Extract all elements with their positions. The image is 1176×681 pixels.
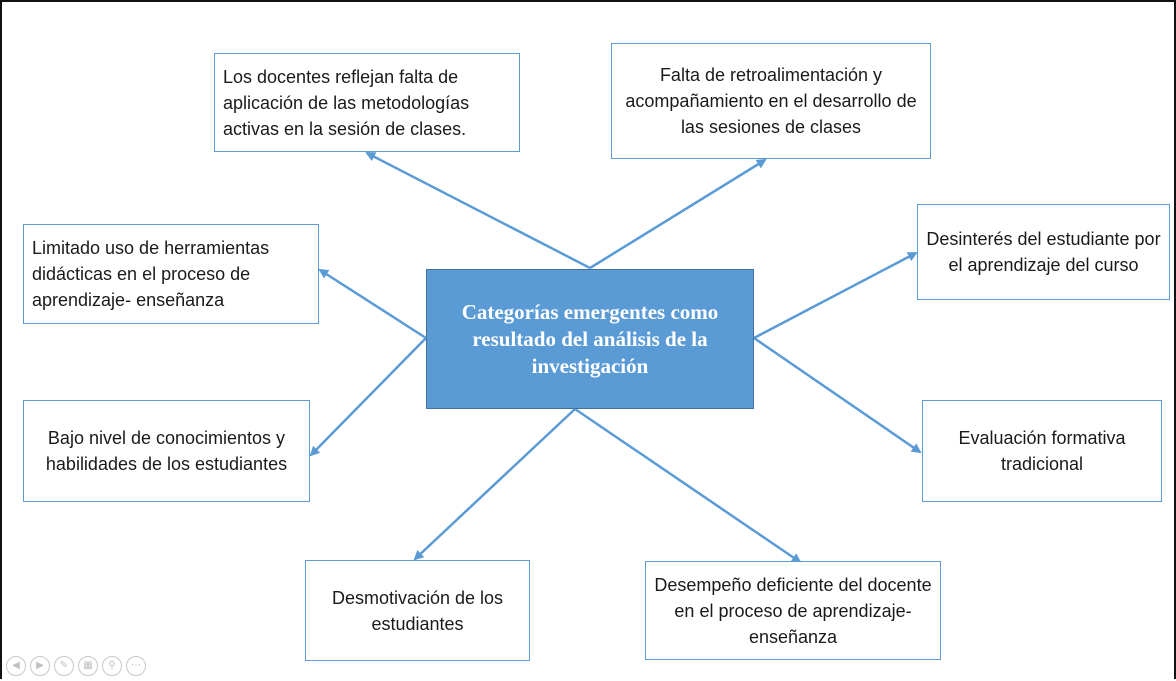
more-icon[interactable]: ⋯ [126, 656, 146, 676]
central-category: Categorías emergentes como resultado del… [426, 269, 754, 409]
slides-icon[interactable]: ▦ [78, 656, 98, 676]
arrow-to-desinteres [753, 251, 918, 340]
prev-icon[interactable]: ◀ [6, 656, 26, 676]
category-text: Desinterés del estudiante por el aprendi… [926, 229, 1161, 275]
pen-icon[interactable]: ✎ [54, 656, 74, 676]
arrow-to-retroalimentacion [589, 158, 767, 270]
arrow-to-evaluacion [753, 336, 922, 454]
presentation-toolbar: ◀ ▶ ✎ ▦ ⚲ ⋯ [6, 656, 146, 676]
zoom-icon[interactable]: ⚲ [102, 656, 122, 676]
arrow-to-desmotivacion [413, 408, 576, 561]
category-box-herramientas: Limitado uso de herramientas didácticas … [23, 224, 319, 324]
category-box-bajo-nivel: Bajo nivel de conocimientos y habilidade… [23, 400, 310, 502]
category-box-docentes: Los docentes reflejan falta de aplicació… [214, 53, 520, 152]
category-box-evaluacion: Evaluación formativa tradicional [922, 400, 1162, 502]
category-text: Bajo nivel de conocimientos y habilidade… [45, 428, 288, 474]
category-box-retroalimentacion: Falta de retroalimentación y acompañamie… [611, 43, 931, 159]
category-box-desempeno: Desempeño deficiente del docente en el p… [645, 561, 941, 660]
category-text: Evaluación formativa tradicional [958, 428, 1126, 474]
category-text: Desmotivación de los estudiantes [331, 587, 504, 634]
category-box-desmotivacion: Desmotivación de los estudiantes [305, 560, 530, 661]
category-text: Desempeño deficiente del docente en el p… [654, 574, 932, 647]
arrow-to-desempeno [574, 407, 802, 564]
arrow-to-bajo-nivel [309, 337, 427, 457]
category-text: Falta de retroalimentación y acompañamie… [625, 65, 917, 137]
next-icon[interactable]: ▶ [30, 656, 50, 676]
category-text: Limitado uso de herramientas didácticas … [32, 238, 270, 310]
arrow-to-herramientas [318, 268, 427, 340]
category-text: Los docentes reflejan falta de aplicació… [223, 66, 470, 139]
central-category-text: Categorías emergentes como resultado del… [461, 299, 719, 378]
arrow-to-docentes [365, 151, 591, 270]
category-box-desinteres: Desinterés del estudiante por el aprendi… [917, 204, 1170, 300]
